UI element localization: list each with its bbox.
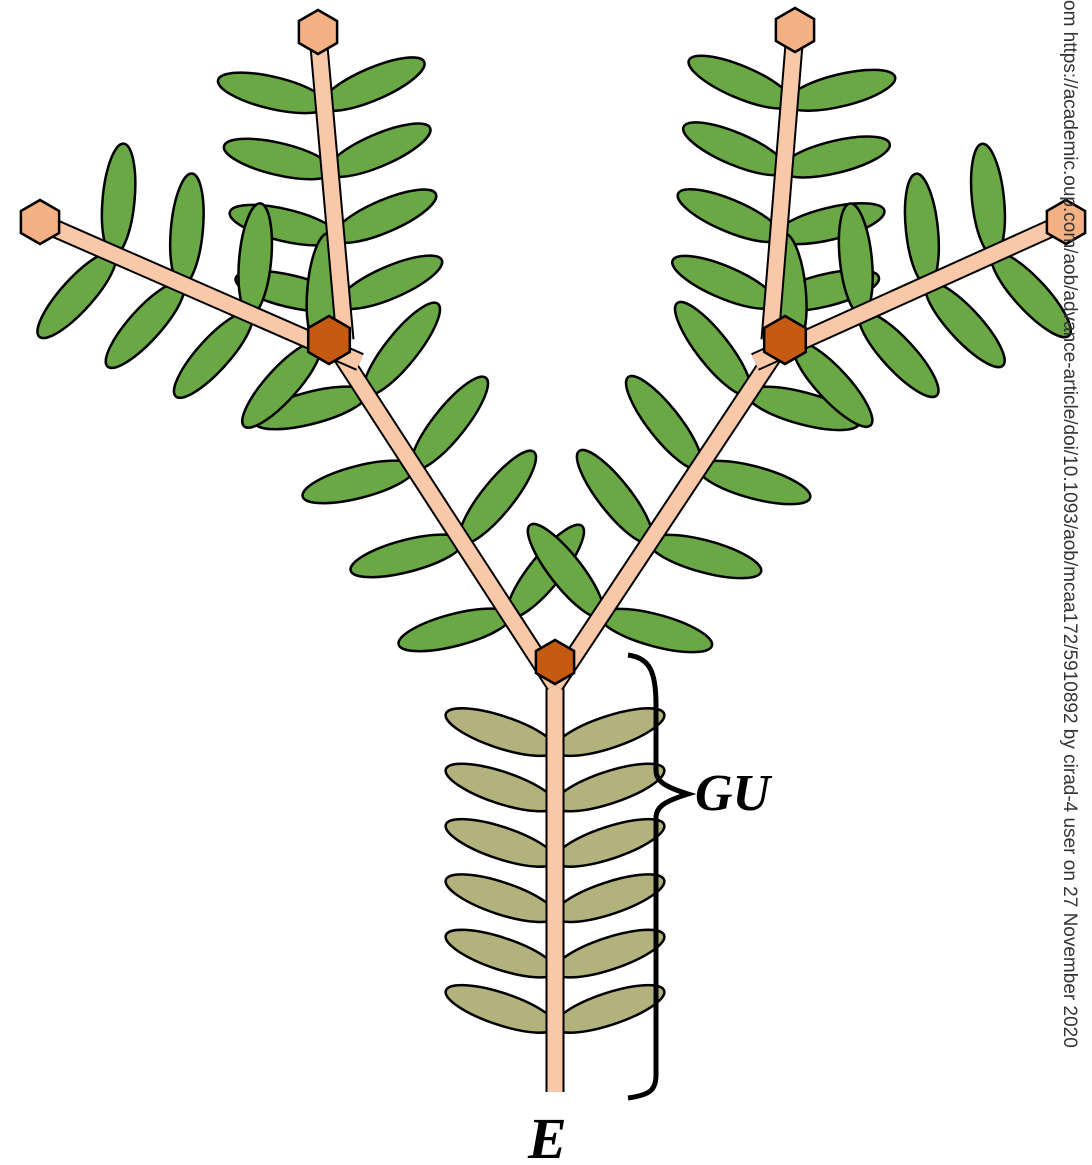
source-watermark: om https://academic.oup.com/aob/advance-… — [1059, 0, 1080, 1048]
growth-unit-label: GU — [695, 765, 773, 822]
main-gu-leaflet — [549, 865, 669, 932]
main-gu-leaflet — [441, 865, 561, 932]
terminal-bud — [299, 10, 337, 54]
main-gu-leaflet — [549, 975, 669, 1042]
left-outer-axis-leaflet — [166, 172, 208, 286]
main-gu-leaflet — [441, 920, 561, 987]
left-outer-axis-leaflet — [98, 142, 140, 256]
main-gu-leaflet — [549, 809, 669, 876]
main-gu-leaflet — [549, 754, 669, 821]
main-gu-leaflet — [441, 975, 561, 1042]
terminal-bud — [776, 8, 814, 52]
branch-node — [764, 316, 806, 364]
main-gu-leaflet — [441, 699, 561, 766]
branch-node — [536, 640, 574, 684]
main-gu-leaflet — [441, 754, 561, 821]
terminal-bud — [21, 200, 59, 244]
base-label: E — [527, 1106, 567, 1165]
branch-node — [308, 316, 350, 364]
main-gu-leaflet — [549, 920, 669, 987]
main-gu-leaflet — [549, 699, 669, 766]
main-gu-leaflet — [441, 809, 561, 876]
